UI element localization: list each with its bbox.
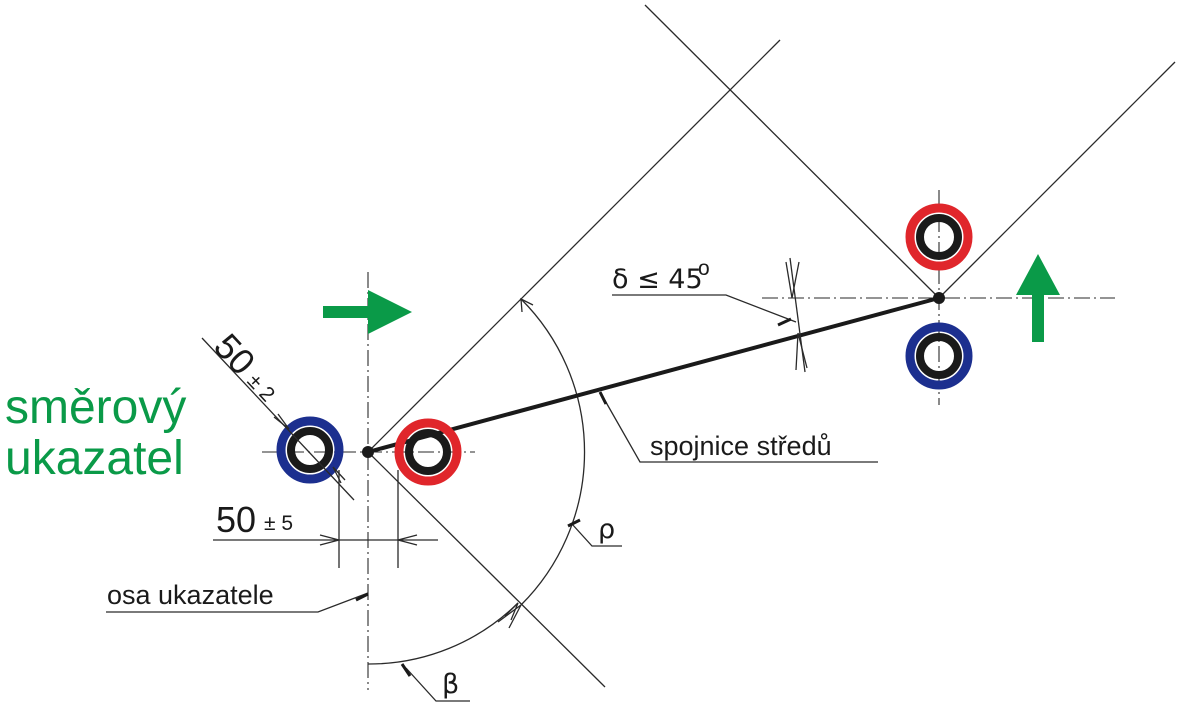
lamp-right-red — [905, 203, 973, 271]
connection-leader-line — [602, 396, 878, 463]
beta-leader-tick — [400, 663, 412, 677]
arrow-up-icon — [1016, 254, 1060, 342]
delta-label: δ ≤ 45 — [612, 264, 703, 295]
left-centre-point — [362, 446, 374, 458]
spacing-arrow-right — [395, 534, 418, 546]
centre-connecting-line — [367, 296, 940, 454]
lamp-right-blue — [905, 322, 973, 390]
rho-arc-arrowhead-bottom — [497, 604, 522, 629]
beta-arc — [367, 602, 519, 665]
axis-leader-tick — [355, 592, 369, 602]
beta-leader-line — [405, 667, 470, 702]
lamp-left-blue — [276, 416, 344, 484]
title-line-2: ukazatel — [5, 432, 184, 485]
axis-leader-line — [106, 592, 369, 613]
rho-label-group: ρ — [567, 514, 622, 547]
diameter-leader-line — [201, 337, 355, 501]
angle-beta-arc — [367, 602, 519, 665]
spacing-value: 50 — [216, 499, 256, 540]
delta-arrow-top — [785, 261, 800, 299]
diagonal-line-upper-left — [367, 39, 781, 453]
right-centre-point — [933, 292, 945, 304]
connection-label: spojnice středů — [650, 431, 832, 461]
arrow-right-icon — [323, 290, 412, 334]
spacing-dimension: 50 ± 5 — [213, 470, 438, 568]
diagonal-line-right-b — [938, 61, 1176, 299]
rho-label: ρ — [598, 514, 615, 545]
delta-extension-line — [789, 257, 806, 373]
beta-arc-arrowhead — [504, 602, 519, 621]
angle-rho-arc — [497, 297, 586, 629]
delta-arrow-bottom — [795, 332, 808, 371]
delta-leader-tick — [777, 317, 792, 327]
rho-leader-tick — [567, 518, 581, 528]
rho-arc-arrowhead-top — [520, 297, 534, 313]
beta-label-group: β — [400, 663, 470, 702]
rho-leader-line — [571, 523, 622, 547]
diameter-tolerance: ± 2 — [243, 369, 280, 406]
delta-dimension: δ ≤ 45 o — [612, 257, 808, 373]
lamp-left-red — [394, 418, 462, 486]
spacing-arrow-left — [319, 534, 342, 546]
axis-label-group: osa ukazatele — [106, 580, 369, 613]
connection-leader-tick — [598, 391, 608, 405]
title-line-1: směrový — [5, 381, 186, 434]
axis-label: osa ukazatele — [107, 580, 274, 610]
diagonal-line-lower — [367, 451, 606, 688]
diagonal-line-right-a — [644, 4, 940, 299]
rho-arc — [520, 298, 586, 606]
spacing-tolerance: ± 5 — [264, 512, 293, 535]
delta-degree-sign: o — [698, 257, 710, 280]
delta-leader-line — [612, 294, 797, 323]
construction-lines — [367, 4, 1176, 688]
beta-label: β — [442, 669, 459, 700]
connection-label-group: spojnice středů — [598, 391, 878, 463]
diameter-arrow-top — [273, 413, 290, 430]
